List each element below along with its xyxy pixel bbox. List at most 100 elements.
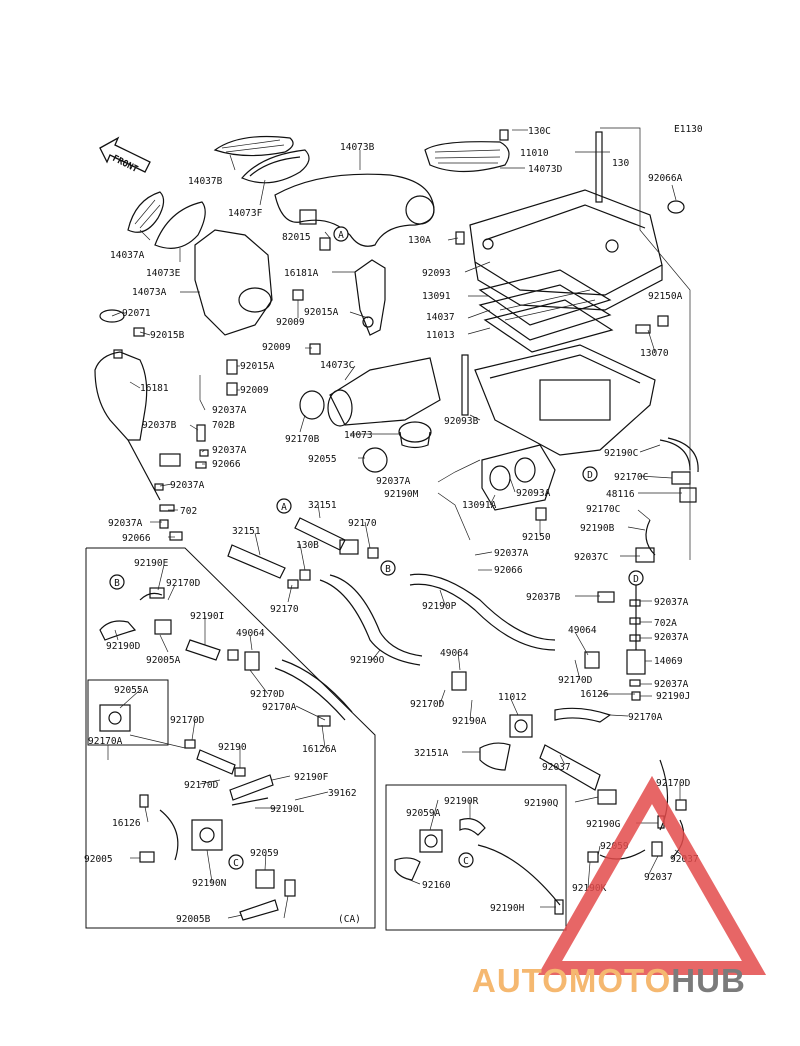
part-label: 16126 bbox=[112, 818, 141, 829]
part-label: 92037A bbox=[654, 679, 689, 690]
callout-c: C bbox=[463, 856, 469, 867]
callouts bbox=[109, 226, 644, 870]
part-label: 13091 bbox=[422, 291, 451, 302]
part-label: 92190B bbox=[580, 523, 615, 534]
part-label: 49064 bbox=[568, 625, 597, 636]
leader-lines bbox=[107, 127, 691, 919]
part-label: 92066 bbox=[212, 459, 241, 470]
ca-box-frame bbox=[85, 547, 376, 929]
part-label: 92055A bbox=[114, 685, 149, 696]
part-label: 92037B bbox=[142, 420, 177, 431]
part-label: 92037C bbox=[574, 552, 608, 563]
callout-d: D bbox=[587, 470, 593, 481]
part-label: 92015A bbox=[240, 361, 275, 372]
part-label: 92170A bbox=[628, 712, 663, 723]
part-label: 14037B bbox=[188, 176, 223, 187]
part-label: 92150A bbox=[648, 291, 683, 302]
part-drawing-airbox-base bbox=[474, 344, 656, 456]
part-label: 49064 bbox=[440, 648, 469, 659]
part-label: 130C bbox=[528, 126, 551, 137]
part-label: 92005 bbox=[84, 854, 113, 865]
part-label: 92170 bbox=[270, 604, 299, 615]
part-label: 14073E bbox=[146, 268, 181, 279]
part-label: 92170D bbox=[184, 780, 219, 791]
part-label: 130A bbox=[408, 235, 431, 246]
part-label: 92059A bbox=[406, 808, 441, 819]
part-drawing-92170b bbox=[299, 390, 325, 420]
part-label: 14073F bbox=[228, 208, 263, 219]
callout-b: B bbox=[114, 578, 120, 589]
part-label: 14073A bbox=[132, 287, 167, 298]
callout-a: A bbox=[281, 502, 287, 513]
part-drawing-130a bbox=[455, 231, 465, 245]
part-label: 92037A bbox=[376, 476, 411, 487]
part-label: 92190J bbox=[656, 691, 690, 702]
part-label: 92190Q bbox=[524, 798, 559, 809]
part-label: 92170D bbox=[656, 778, 691, 789]
watermark-part2: HUB bbox=[671, 962, 746, 999]
callout-a: A bbox=[338, 230, 344, 241]
part-label: 39162 bbox=[328, 788, 357, 799]
part-drawing-14073b bbox=[274, 173, 435, 247]
part-drawing-82015 bbox=[226, 237, 331, 396]
part-label: 130B bbox=[296, 540, 319, 551]
part-label: 82015 bbox=[282, 232, 311, 243]
part-label: 92190H bbox=[490, 903, 525, 914]
part-label: 92190O bbox=[350, 655, 385, 666]
part-label: 14073D bbox=[528, 164, 563, 175]
part-label: 11012 bbox=[498, 692, 527, 703]
part-label: 92037A bbox=[108, 518, 143, 529]
part-drawing-14073c bbox=[327, 357, 441, 427]
part-label: 92170D bbox=[410, 699, 445, 710]
part-label: 14073 bbox=[344, 430, 373, 441]
part-label: 92066A bbox=[648, 173, 683, 184]
part-drawing-16181a bbox=[354, 259, 386, 336]
part-drawing-92150 bbox=[535, 507, 547, 521]
ca-subbox bbox=[87, 679, 169, 746]
part-label: 16181A bbox=[284, 268, 319, 279]
part-drawing-left-clamps bbox=[154, 424, 209, 541]
watermark-part1: AUTOMOTO bbox=[472, 962, 671, 999]
part-label: 92071 bbox=[122, 308, 151, 319]
part-drawing-16126 bbox=[479, 707, 617, 805]
part-label: 92037A bbox=[170, 480, 205, 491]
part-label: 92170D bbox=[170, 715, 205, 726]
part-label: 92015B bbox=[150, 330, 185, 341]
part-label: 92037A bbox=[654, 632, 689, 643]
part-label: 92037A bbox=[212, 445, 247, 456]
part-label: 92037A bbox=[654, 597, 689, 608]
part-label: 92190F bbox=[294, 772, 329, 783]
part-label: 92170D bbox=[250, 689, 285, 700]
part-drawing-14073a bbox=[194, 229, 273, 336]
part-label: 92170A bbox=[88, 736, 123, 747]
part-label: 14037A bbox=[110, 250, 145, 261]
part-label: 92093 bbox=[422, 268, 451, 279]
part-label: 92009 bbox=[240, 385, 269, 396]
part-label: 92190I bbox=[190, 611, 224, 622]
part-drawing-14073f bbox=[241, 149, 310, 184]
callout-d: D bbox=[633, 574, 639, 585]
part-drawing-130c bbox=[499, 129, 509, 141]
part-label: 92009 bbox=[262, 342, 291, 353]
part-label: 92170A bbox=[262, 702, 297, 713]
part-label: 92037 bbox=[542, 762, 571, 773]
part-label: 14037 bbox=[426, 312, 455, 323]
part-label: 11010 bbox=[520, 148, 549, 159]
part-label: 92190 bbox=[218, 742, 247, 753]
part-label: 16181 bbox=[140, 383, 169, 394]
part-drawing-92066a bbox=[667, 200, 685, 214]
part-label: 92093B bbox=[444, 416, 479, 427]
part-label: 92037B bbox=[526, 592, 561, 603]
part-label: 92190N bbox=[192, 878, 227, 889]
part-drawing-130 bbox=[595, 131, 603, 203]
svg-text:AUTOMOTOHUB: AUTOMOTOHUB bbox=[472, 962, 746, 999]
part-label: 16126A bbox=[302, 744, 337, 755]
part-drawing-14037a bbox=[127, 191, 165, 233]
part-label: 13091A bbox=[462, 500, 497, 511]
part-label: 92170D bbox=[558, 675, 593, 686]
front-arrow-icon: FRONT bbox=[99, 136, 151, 175]
part-label: 92150 bbox=[522, 532, 551, 543]
part-label: 92066 bbox=[494, 565, 523, 576]
part-label: 92037 bbox=[644, 872, 673, 883]
